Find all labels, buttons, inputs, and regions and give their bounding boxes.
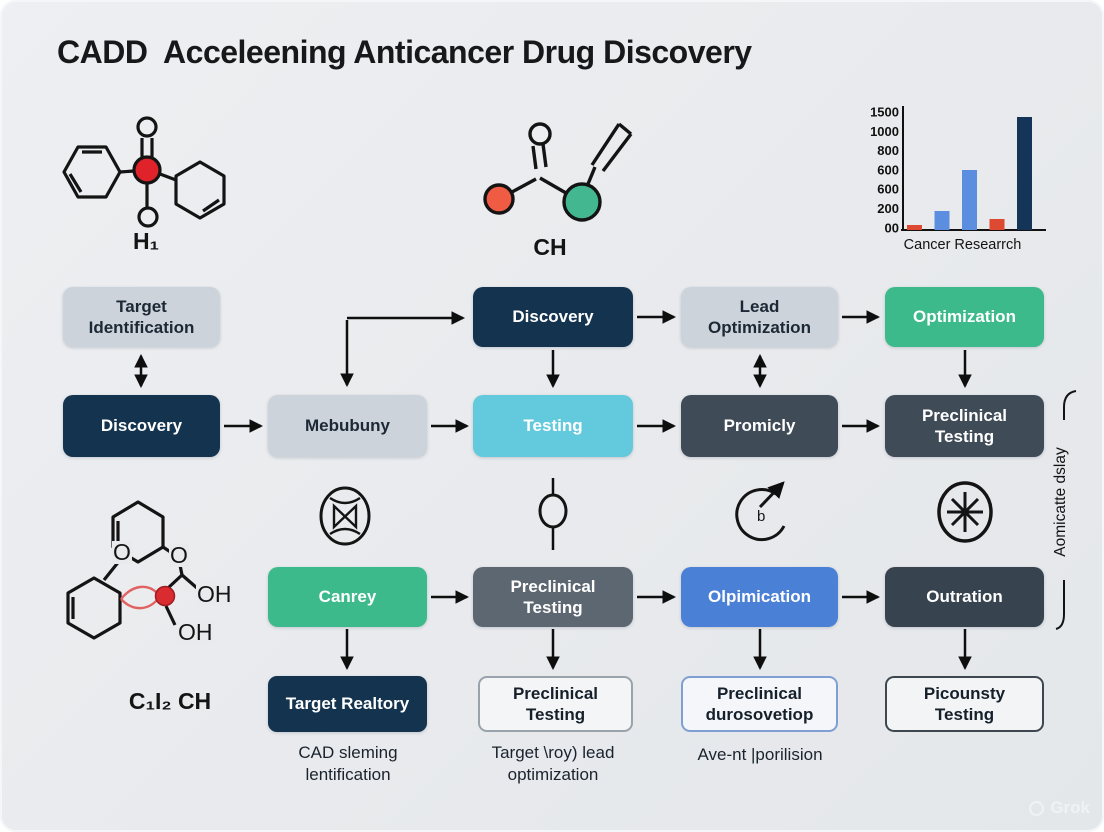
flow-box-mebubuny[interactable]: Mebubuny	[268, 395, 427, 457]
caption-avent: Ave-nt |porilision	[697, 745, 823, 764]
caption-target-lead: Target \roy) lead optimization	[491, 743, 615, 785]
atom-label-o1: O	[112, 539, 132, 565]
chart-x-axis-label: Cancer Researrch	[903, 237, 1022, 253]
flow-box-optimization[interactable]: Optimization	[885, 287, 1044, 347]
cancer-research-bar-chart: 1500 1000 800 600 600 200 00	[870, 105, 1046, 235]
watermark-logo-icon	[1029, 800, 1045, 816]
flow-box-olpimication[interactable]: Olpimication	[681, 567, 838, 627]
side-axis-label: Aomicatte dslay	[1052, 447, 1069, 557]
atom-label-o2: O	[169, 542, 189, 568]
watermark: Grok	[1029, 798, 1090, 818]
figure-title: CADD Acceleening Anticancer Drug Discove…	[57, 34, 752, 70]
molecule-label-ch: CH	[533, 234, 567, 260]
flow-box-target-identification[interactable]: Target Identification	[63, 287, 220, 347]
flow-box-picounsty-testing[interactable]: Picounsty Testing	[885, 676, 1044, 732]
svg-text:600: 600	[877, 182, 899, 197]
flow-box-lead-optimization[interactable]: Lead Optimization	[681, 287, 838, 347]
flow-box-preclinical-testing-r2[interactable]: Preclinical Testing	[885, 395, 1044, 457]
atom-label-oh2: OH	[177, 619, 214, 645]
svg-text:1000: 1000	[870, 124, 899, 139]
flow-box-discovery[interactable]: Discovery	[63, 395, 220, 457]
flow-box-preclinical-durosovetiop[interactable]: Preclinical durosovetiop	[681, 676, 838, 732]
svg-text:00: 00	[885, 220, 899, 235]
molecule-label-h1: H₁	[132, 228, 160, 254]
flow-box-testing[interactable]: Testing	[473, 395, 633, 457]
flow-box-target-realtory[interactable]: Target Realtory	[268, 676, 427, 732]
svg-text:1500: 1500	[870, 105, 899, 120]
flow-box-promicly[interactable]: Promicly	[681, 395, 838, 457]
flow-box-preclinical-testing-r3[interactable]: Preclinical Testing	[473, 567, 633, 627]
svg-text:800: 800	[877, 143, 899, 158]
atom-label-oh1: OH	[196, 581, 233, 607]
watermark-text: Grok	[1050, 798, 1090, 817]
molecule-label-cil: C₁I₂ CH	[128, 688, 212, 714]
svg-text:200: 200	[877, 201, 899, 216]
svg-text:600: 600	[877, 162, 899, 177]
flow-box-outration[interactable]: Outration	[885, 567, 1044, 627]
flow-box-discovery-top[interactable]: Discovery	[473, 287, 633, 347]
flow-box-canrey[interactable]: Canrey	[268, 567, 427, 627]
caption-cad-sleming: CAD sleming lentification	[298, 743, 398, 785]
flow-box-preclinical-testing-r4[interactable]: Preclinical Testing	[478, 676, 633, 732]
